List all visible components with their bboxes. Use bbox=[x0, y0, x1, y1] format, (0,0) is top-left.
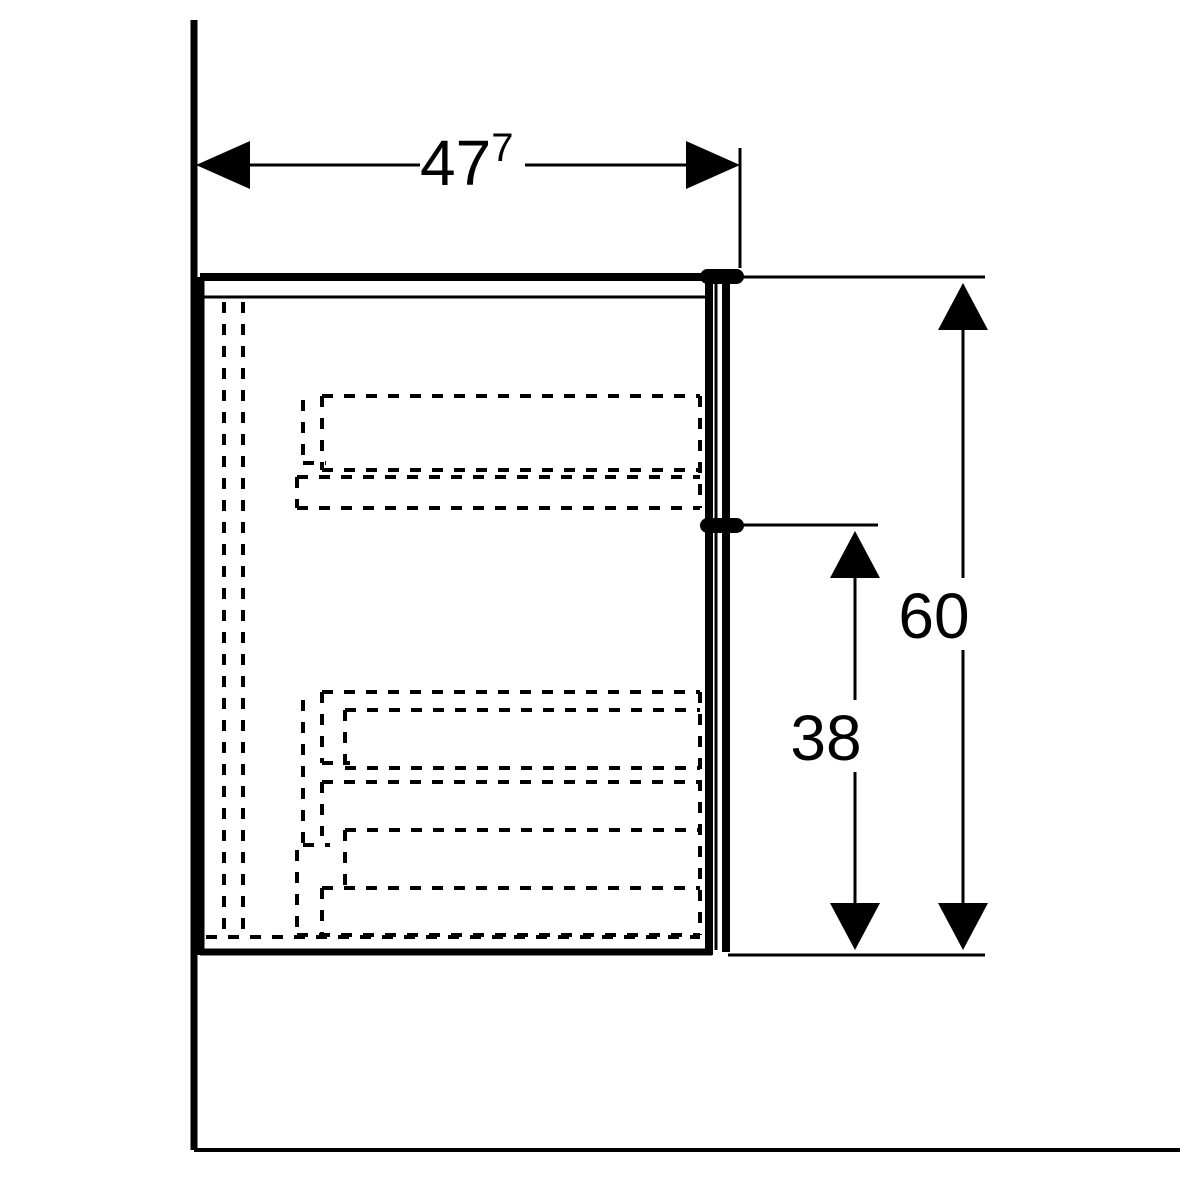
handle-cap-mid-icon bbox=[700, 518, 744, 533]
upper-drawer-hidden-outline bbox=[295, 394, 702, 510]
dimension-depth-label: 477 bbox=[420, 126, 513, 199]
dimension-height-total: 60 bbox=[728, 275, 988, 957]
side-panel-hidden-lines bbox=[222, 302, 245, 937]
arrowhead-up bbox=[938, 283, 988, 330]
dimension-depth: 477 bbox=[196, 126, 742, 268]
dimension-height-lower: 38 bbox=[740, 523, 880, 950]
cabinet-door-panel bbox=[714, 280, 730, 952]
dimension-height-total-label: 60 bbox=[898, 580, 969, 652]
arrowhead-right bbox=[686, 141, 740, 189]
dimension-height-lower-label: 38 bbox=[790, 702, 861, 774]
arrowhead-up bbox=[830, 531, 880, 578]
handle-cap-top-icon bbox=[700, 269, 744, 284]
cabinet-body bbox=[197, 273, 713, 956]
arrowhead-down bbox=[830, 903, 880, 950]
lower-drawer-hidden-outline bbox=[295, 690, 702, 937]
arrowhead-down bbox=[938, 903, 988, 950]
arrowhead-left bbox=[196, 141, 250, 189]
